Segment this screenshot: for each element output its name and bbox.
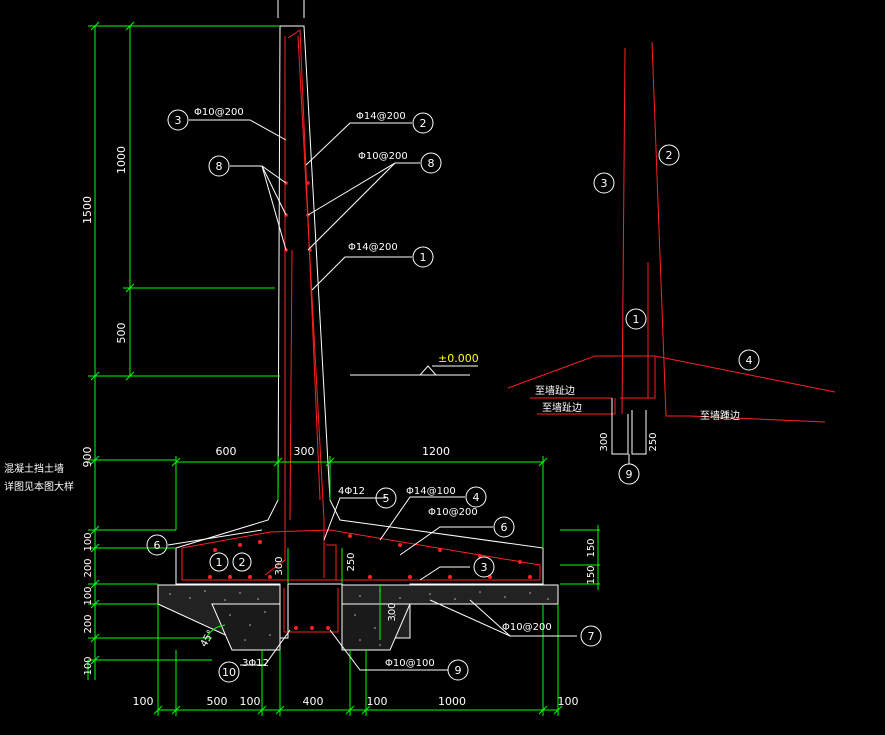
dim-v150a: 150: [586, 538, 597, 557]
detail-marker-9: 9: [626, 468, 633, 481]
dim-900: 900: [81, 447, 94, 468]
rebar-label-10: 3Φ12: [242, 658, 269, 669]
rebar-label-1: Φ14@200: [348, 242, 398, 253]
dim-top-1200: 1200: [422, 445, 450, 458]
dim-top-600: 600: [216, 445, 237, 458]
rebar-label-2-top: Φ14@200: [356, 111, 406, 122]
dim-bot-400: 400: [303, 695, 324, 708]
rebar-label-6: Φ10@200: [428, 507, 478, 518]
dim-v150b: 150: [586, 565, 597, 584]
detail-marker-1: 1: [633, 313, 640, 326]
dim-500: 500: [115, 323, 128, 344]
dim-v250: 250: [346, 552, 357, 571]
dim-bot-1000: 1000: [438, 695, 466, 708]
marker-10: 10: [222, 666, 236, 679]
detail-outline: [507, 41, 836, 455]
dim-200b: 200: [83, 614, 94, 633]
detail-ext-1: 至墙趾边: [535, 384, 575, 397]
marker-6b: 6: [501, 521, 508, 534]
dim-1000: 1000: [115, 146, 128, 174]
marker-6a: 6: [154, 539, 161, 552]
marker-1a: 1: [420, 251, 427, 264]
rebar-label-3-top: Φ10@200: [194, 107, 244, 118]
rebar-label-8: Φ10@200: [358, 151, 408, 162]
rebar-label-7: Φ10@200: [502, 622, 552, 633]
marker-3b: 3: [481, 561, 488, 574]
rebar-label-9: Φ10@100: [385, 658, 435, 669]
level-marker: [400, 365, 478, 376]
wall-outline: [175, 0, 544, 639]
detail-marker-4: 4: [746, 354, 753, 367]
dim-bot-100a: 100: [133, 695, 154, 708]
level-text: ±0.000: [438, 352, 479, 365]
dim-bot-100b: 100: [240, 695, 261, 708]
detail-marker-2: 2: [666, 149, 673, 162]
rebar-label-5: 4Φ12: [338, 486, 365, 497]
dim-bot-500: 500: [207, 695, 228, 708]
dimension-ticks: [90, 21, 563, 715]
dim-v300b: 300: [387, 602, 398, 621]
rebar-label-4: Φ14@100: [406, 486, 456, 497]
dim-bot-100c: 100: [367, 695, 388, 708]
detail-key-250: 250: [648, 432, 659, 451]
detail-marker-3: 3: [601, 177, 608, 190]
detail-key-300: 300: [599, 432, 610, 451]
gravel-cushion: [157, 584, 559, 651]
dim-100a: 100: [83, 532, 94, 551]
dim-angle: 45°: [199, 628, 217, 649]
dimension-lines: [87, 25, 600, 716]
detail-markers: [593, 144, 760, 485]
dim-100c: 100: [83, 656, 94, 675]
callout-circles: [146, 109, 602, 683]
marker-8a: 8: [216, 160, 223, 173]
marker-4: 4: [473, 491, 480, 504]
dim-bot-100d: 100: [558, 695, 579, 708]
marker-3a: 3: [175, 114, 182, 127]
marker-8b: 8: [428, 157, 435, 170]
marker-7: 7: [588, 630, 595, 643]
note-line1: 混凝土挡土墙: [4, 462, 64, 475]
dim-v300: 300: [274, 556, 285, 575]
marker-1b: 1: [216, 556, 223, 569]
leader-lines: [167, 119, 577, 671]
marker-5: 5: [383, 492, 390, 505]
dim-top-300: 300: [294, 445, 315, 458]
dim-100b: 100: [83, 586, 94, 605]
dim-200a: 200: [83, 558, 94, 577]
dim-1500: 1500: [81, 196, 94, 224]
note-line2: 详图见本图大样: [4, 480, 74, 493]
marker-9: 9: [455, 664, 462, 677]
marker-2a: 2: [420, 117, 427, 130]
marker-2b: 2: [239, 556, 246, 569]
detail-ext-3: 至墙踵边: [700, 409, 740, 422]
detail-ext-2: 至墙趾边: [542, 401, 582, 414]
